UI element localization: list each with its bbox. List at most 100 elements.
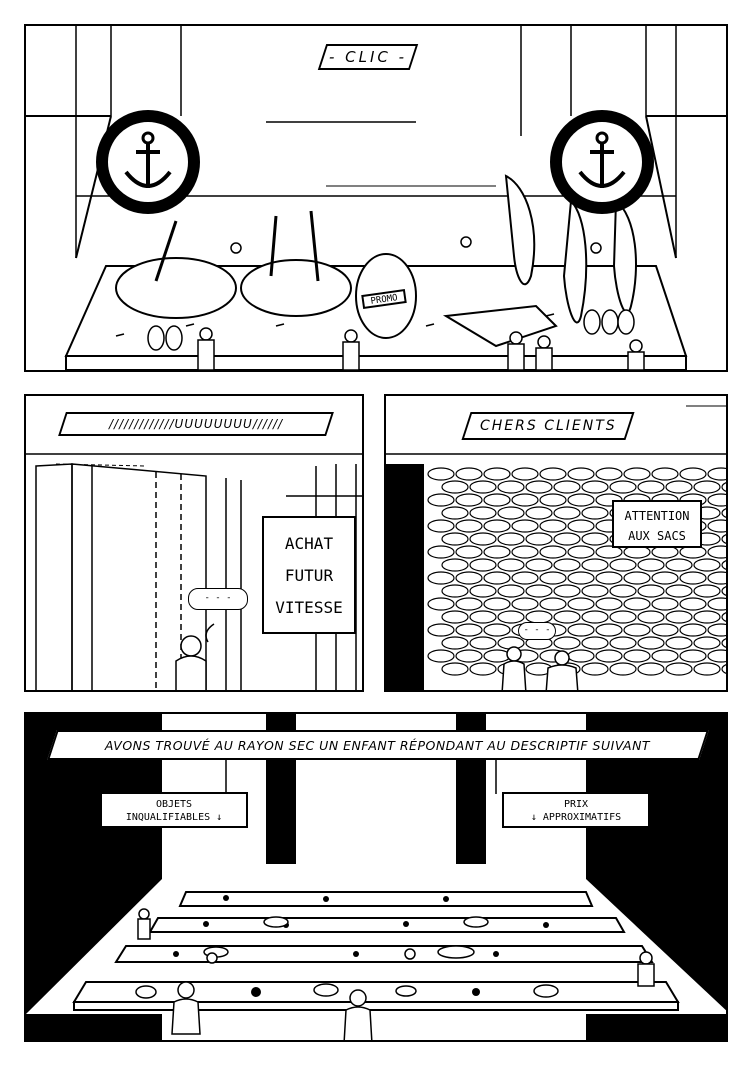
sack — [581, 480, 609, 494]
sack — [553, 636, 581, 650]
sack — [637, 610, 665, 624]
sack — [525, 532, 553, 546]
sack — [581, 610, 609, 624]
sack — [497, 480, 525, 494]
sack — [679, 623, 707, 637]
sack — [651, 597, 679, 611]
sack — [553, 610, 581, 624]
sack — [469, 506, 497, 520]
sack — [665, 584, 693, 598]
sack — [441, 532, 469, 546]
sack — [553, 558, 581, 572]
sign-line-futur: FUTUR — [284, 566, 334, 585]
sack — [553, 584, 581, 598]
clic-sign: - CLIC - — [317, 44, 419, 70]
promo-tag-text: PROMO — [370, 293, 399, 307]
sack — [455, 571, 483, 585]
sack — [483, 493, 511, 507]
sack — [441, 558, 469, 572]
sack — [581, 662, 609, 676]
sack — [679, 649, 707, 663]
chers-clients-sign: CHERS CLIENTS — [461, 412, 635, 440]
sack — [721, 586, 726, 596]
sign-line-inqualifiables: INQUALIFIABLES ↓ — [125, 812, 223, 823]
anchor-icon — [96, 110, 200, 214]
sack — [693, 558, 721, 572]
sack — [581, 558, 609, 572]
sack — [707, 649, 726, 663]
sacks-aisle-scene — [386, 405, 726, 690]
sack — [427, 519, 455, 533]
sack — [651, 649, 679, 663]
sack — [511, 519, 539, 533]
sack — [609, 636, 637, 650]
sack — [693, 480, 721, 494]
sack — [539, 467, 567, 481]
sack — [553, 506, 581, 520]
panel-electronics-aisle: /////////////UUUUUUUU////// ACHAT FUTUR … — [24, 394, 364, 692]
sack — [567, 467, 595, 481]
sack — [469, 636, 497, 650]
sack — [581, 506, 609, 520]
sign-line-approximatifs: ↓ APPROXIMATIFS — [530, 812, 622, 823]
sack — [511, 467, 539, 481]
sack — [707, 467, 726, 481]
achat-futur-vitesse-sign: ACHAT FUTUR VITESSE — [262, 516, 356, 634]
panel-sacks-aisle: CHERS CLIENTS ATTENTION AUX SACS - - - — [384, 394, 728, 692]
sign-line-prix: PRIX — [563, 799, 589, 810]
sack — [595, 649, 623, 663]
sack — [567, 623, 595, 637]
sack — [427, 597, 455, 611]
sack — [623, 467, 651, 481]
sack — [595, 597, 623, 611]
sack — [721, 664, 726, 674]
sack — [427, 571, 455, 585]
aisle-header-sign: /////////////UUUUUUUU////// — [58, 412, 334, 436]
sack — [469, 480, 497, 494]
sack — [665, 610, 693, 624]
sack — [595, 545, 623, 559]
sack — [595, 623, 623, 637]
sack — [707, 519, 726, 533]
sack — [525, 558, 553, 572]
sack — [609, 584, 637, 598]
sack — [623, 649, 651, 663]
sack — [455, 519, 483, 533]
attention-aux-sacs-sign: ATTENTION AUX SACS — [612, 500, 702, 548]
speech-bubble-text: - - - — [523, 625, 551, 635]
sack — [427, 649, 455, 663]
sack — [609, 610, 637, 624]
sack — [567, 519, 595, 533]
sack — [441, 584, 469, 598]
sack — [441, 662, 469, 676]
sack — [721, 612, 726, 622]
speech-bubble: - - - — [188, 588, 248, 610]
sack — [693, 662, 721, 676]
sack — [595, 467, 623, 481]
sack — [539, 545, 567, 559]
fish-market-scene — [26, 26, 726, 370]
sack — [511, 597, 539, 611]
sack — [539, 519, 567, 533]
sack — [679, 467, 707, 481]
sack — [483, 623, 511, 637]
sack — [721, 508, 726, 518]
sack — [637, 558, 665, 572]
sign-line-achat: ACHAT — [284, 534, 334, 553]
sack — [721, 560, 726, 570]
sack — [567, 545, 595, 559]
sack — [455, 493, 483, 507]
sack — [567, 597, 595, 611]
objets-inqualifiables-sign: OBJETS INQUALIFIABLES ↓ — [100, 792, 248, 828]
sack — [455, 623, 483, 637]
sack — [707, 623, 726, 637]
sack — [497, 532, 525, 546]
sack — [637, 662, 665, 676]
sack — [469, 662, 497, 676]
sack — [665, 636, 693, 650]
sack — [693, 584, 721, 598]
sack — [721, 482, 726, 492]
announcement-banner: AVONS TROUVÉ AU RAYON SEC UN ENFANT RÉPO… — [47, 730, 709, 760]
sack — [623, 623, 651, 637]
sack — [665, 480, 693, 494]
